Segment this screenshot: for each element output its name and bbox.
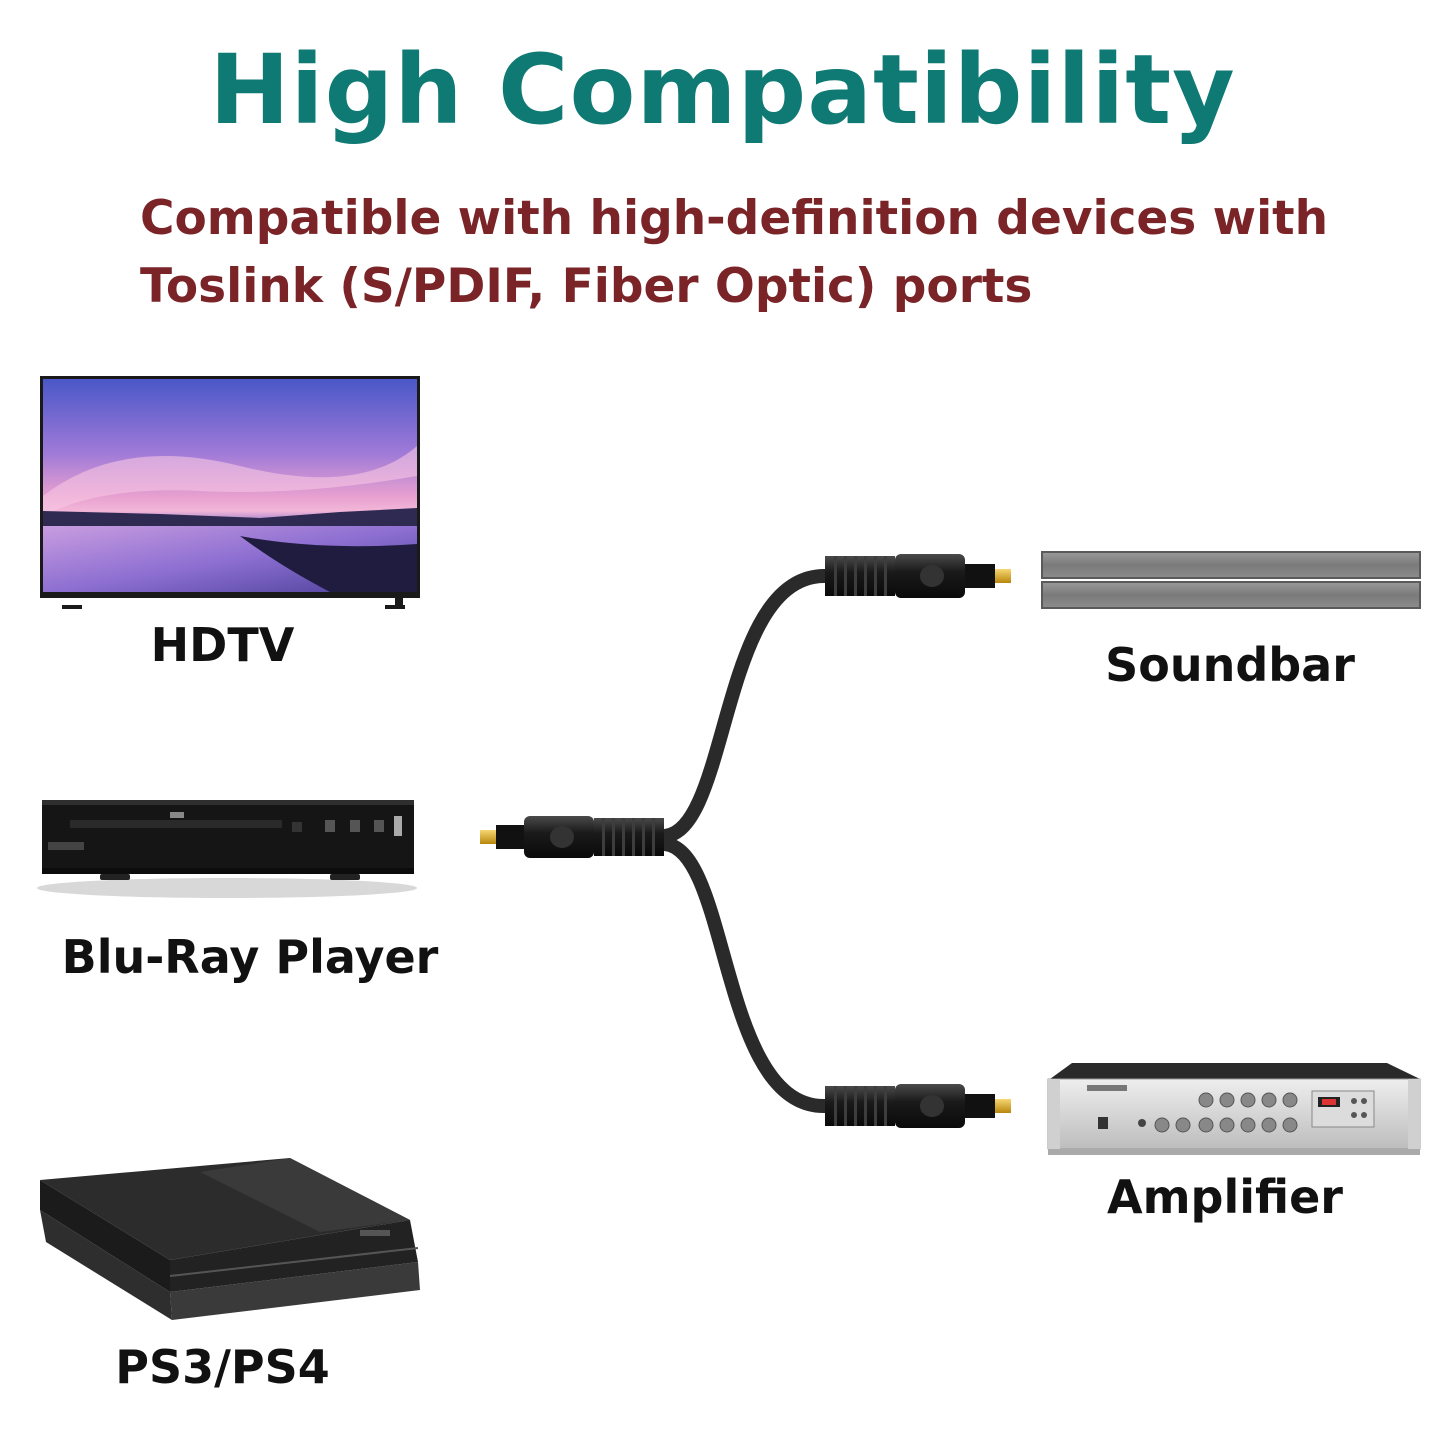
page-title: High Compatibility bbox=[209, 34, 1236, 146]
soundbar-label: Soundbar bbox=[1105, 638, 1355, 692]
playstation-image bbox=[30, 1150, 430, 1325]
optical-splitter-cable-image bbox=[470, 540, 1030, 1140]
page-subtitle: Compatible with high-definition devices … bbox=[140, 191, 1329, 314]
bluray-player-label: Blu-Ray Player bbox=[61, 930, 439, 984]
hdtv-image bbox=[40, 376, 422, 612]
soundbar-image bbox=[1040, 550, 1425, 612]
hdtv-label: HDTV bbox=[150, 618, 295, 672]
amplifier-label: Amplifier bbox=[1107, 1170, 1343, 1224]
amplifier-image bbox=[1042, 1055, 1427, 1160]
playstation-label: PS3/PS4 bbox=[115, 1340, 330, 1394]
bluray-player-image bbox=[30, 790, 425, 900]
